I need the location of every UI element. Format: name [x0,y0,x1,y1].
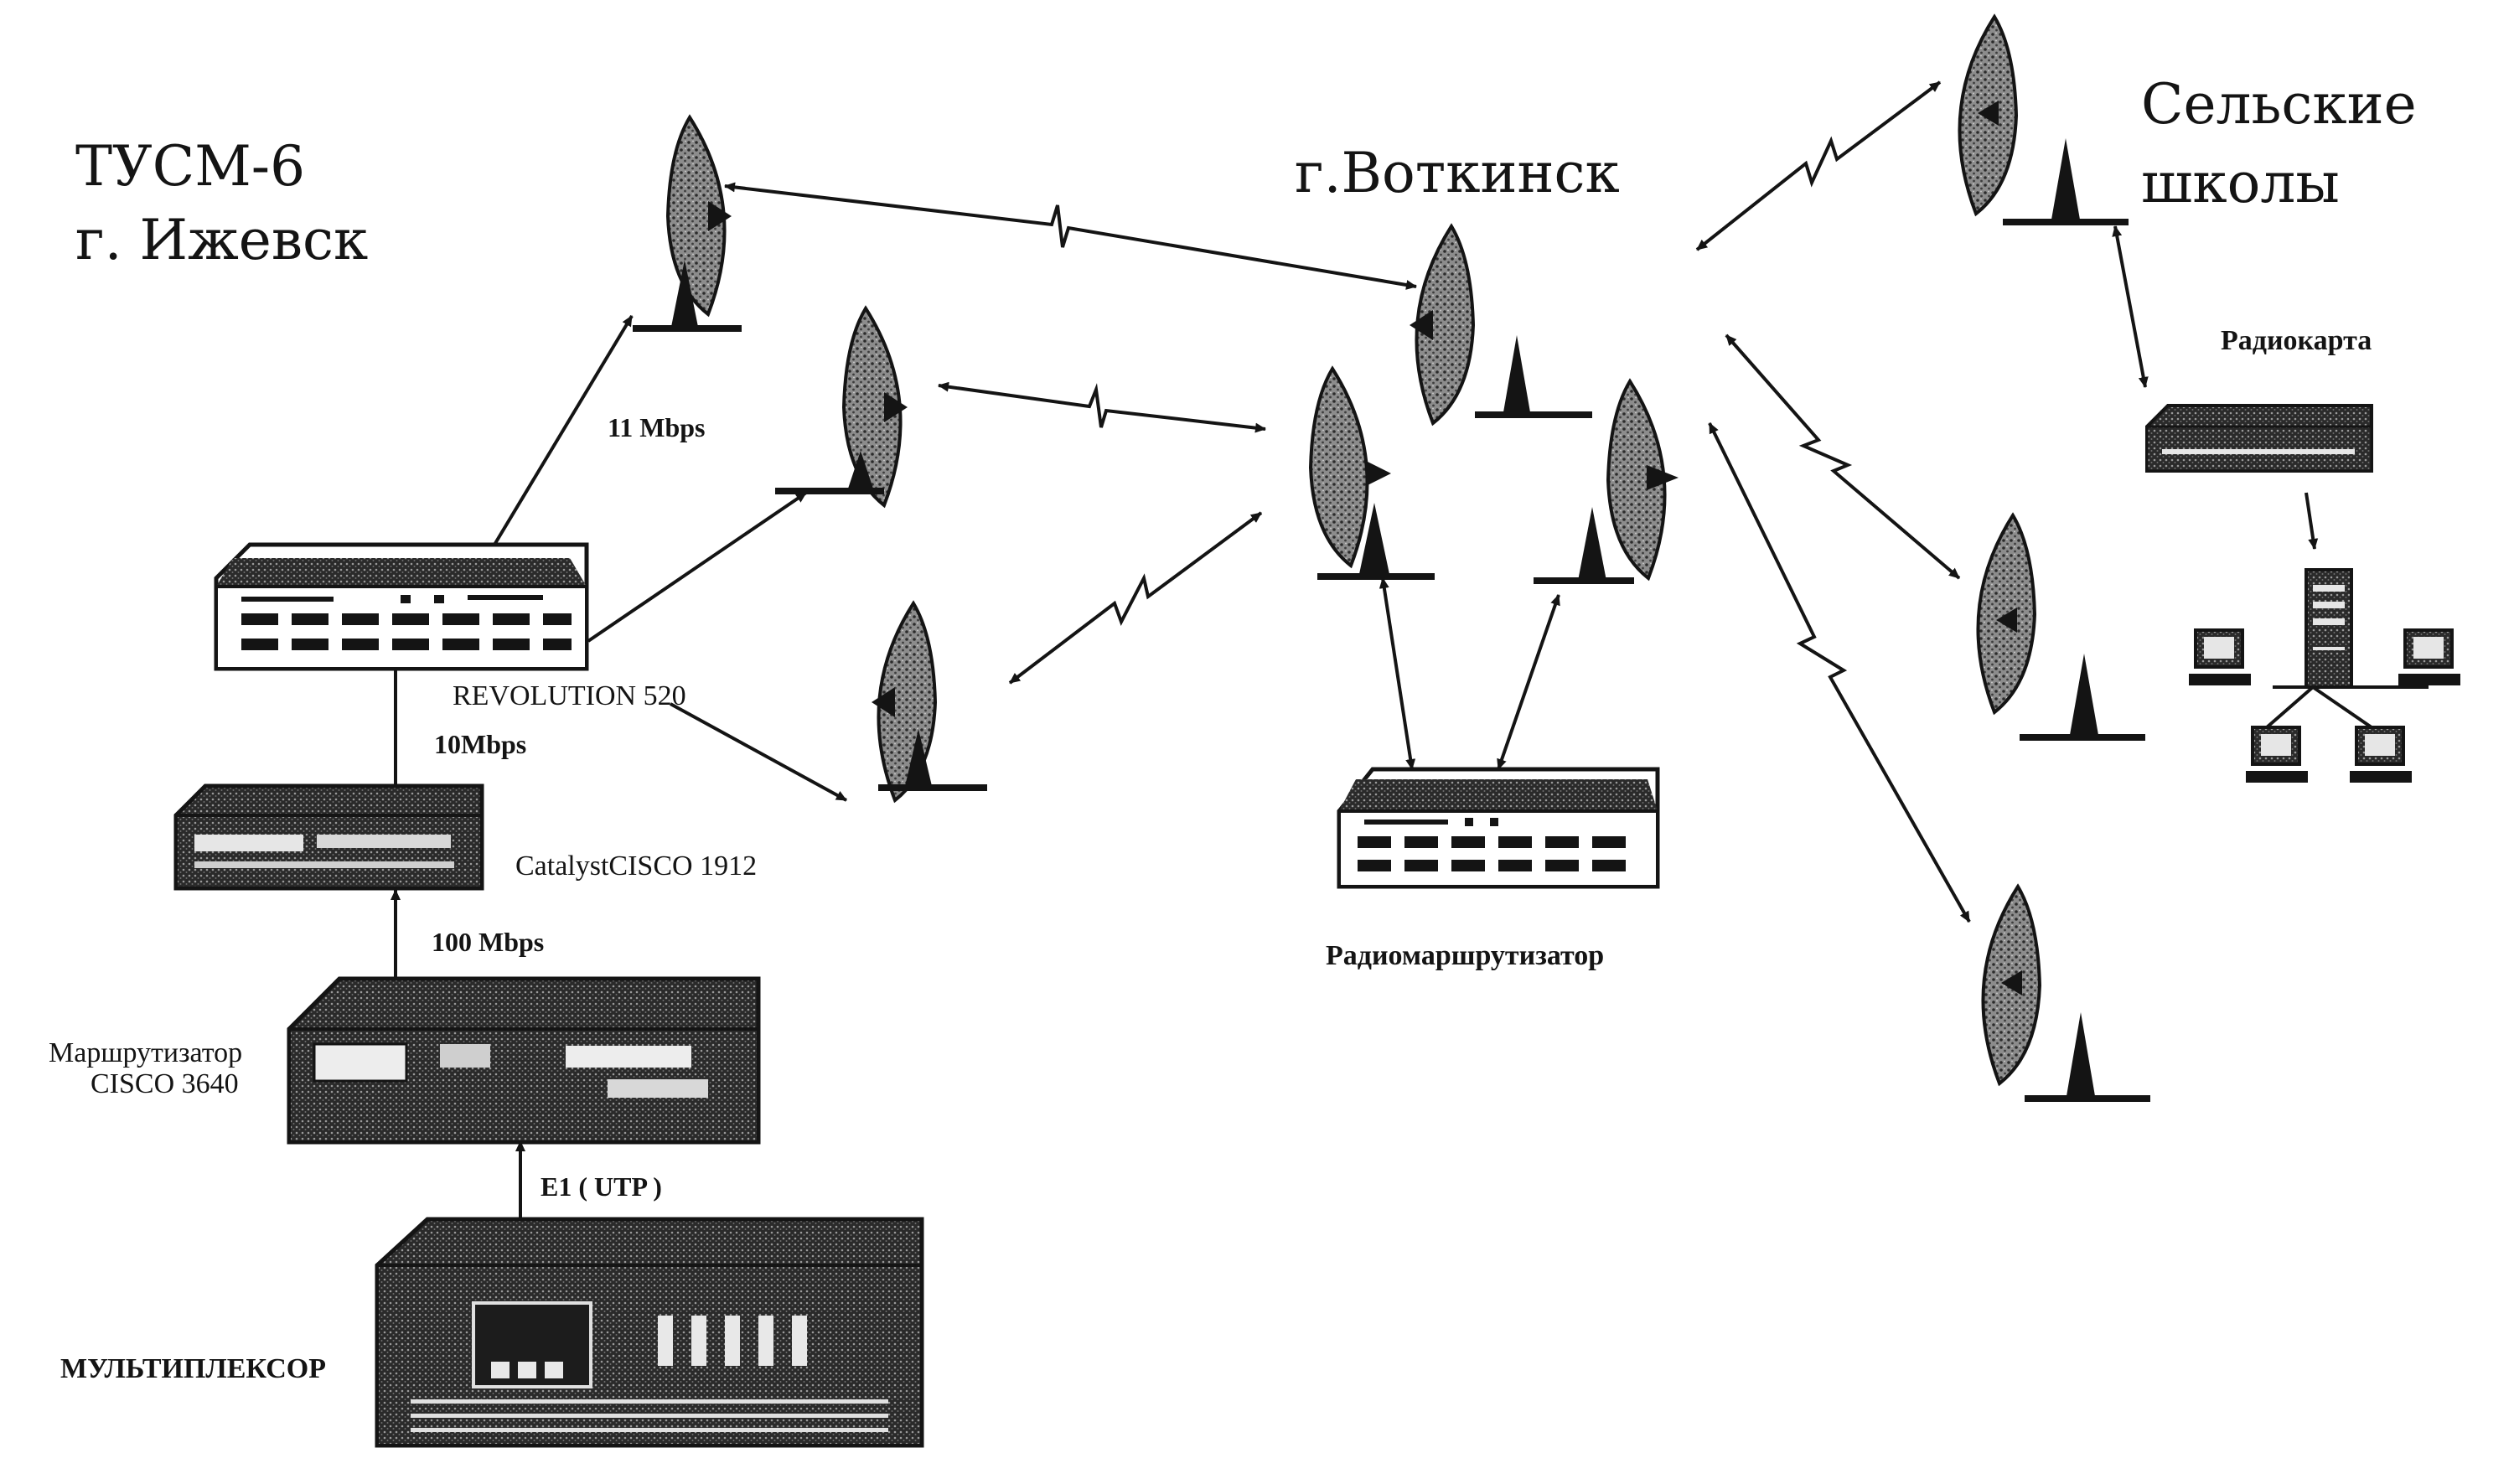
computer-icon [2189,628,2251,685]
link-dish6-radiorouter [1497,594,1560,770]
radio-link-dish3-dish4 [1008,511,1263,685]
link-card-server [2304,492,2319,550]
satellite-dish-icon [1981,883,2150,1102]
izhevsk-title: ТУСМ-6 [75,134,306,199]
votkinsk-title: г.Воткинск [1295,141,1620,205]
router-label: Маршрутизатор [49,1037,243,1068]
radio-router-label: Радиомаршрутизатор [1326,940,1605,971]
satellite-dish-icon [1308,365,1435,580]
radio-link-votkinsk-school3 [1708,422,1971,923]
school-lan [2265,685,2429,729]
network-switch-icon [173,783,484,891]
link-e1-label: E1 ( UTP ) [541,1171,662,1202]
radio-link-izhevsk-votkinsk [724,182,1417,290]
link-dish4-radiorouter [1379,577,1416,770]
radio-card-icon [2145,404,2373,473]
catalyst-label: CatalystCISCO 1912 [515,851,758,882]
speed-10mbps-label: 10Mbps [434,729,527,759]
multiplexor-label: МУЛЬТИПЛЕКСОР [60,1353,326,1384]
network-hub-icon [214,542,589,671]
multiplexer-icon [375,1217,924,1448]
server-tower-icon [2304,568,2353,689]
radio-link-votkinsk-school2 [1725,334,1961,580]
satellite-dish-icon [872,600,987,804]
computer-icon [2246,726,2308,783]
rural-schools-title: Сельские [2141,72,2417,137]
speed-11mbps-label: 11 Mbps [608,412,706,442]
izhevsk-subtitle: г. Ижевск [75,208,369,272]
radio-link-votkinsk-school1 [1695,80,1942,251]
speed-100mbps-label: 100 Mbps [432,927,545,957]
link-revolution-dish3 [670,702,847,802]
revolution-label: REVOLUTION 520 [453,680,686,711]
link-revolution-dish2 [587,491,808,643]
computer-icon [2350,726,2412,783]
satellite-dish-icon [775,305,908,509]
link-revolution-dish1 [488,314,634,555]
satellite-dish-icon [633,114,742,332]
link-dish7-schoolpc [2112,225,2149,388]
satellite-dish-icon [1958,13,2129,225]
satellite-dish-icon [1410,223,1592,427]
radio-card-label: Радиокарта [2221,325,2372,356]
radio-link-dish2-dish4 [938,381,1266,433]
router-icon [287,976,761,1145]
network-hub-icon [1337,767,1660,889]
computer-icon [2398,628,2460,685]
satellite-dish-icon [1534,378,1679,584]
satellite-dish-icon [1976,512,2145,741]
rural-schools-subtitle: школы [2141,151,2340,215]
router-model-label: CISCO 3640 [91,1068,239,1099]
